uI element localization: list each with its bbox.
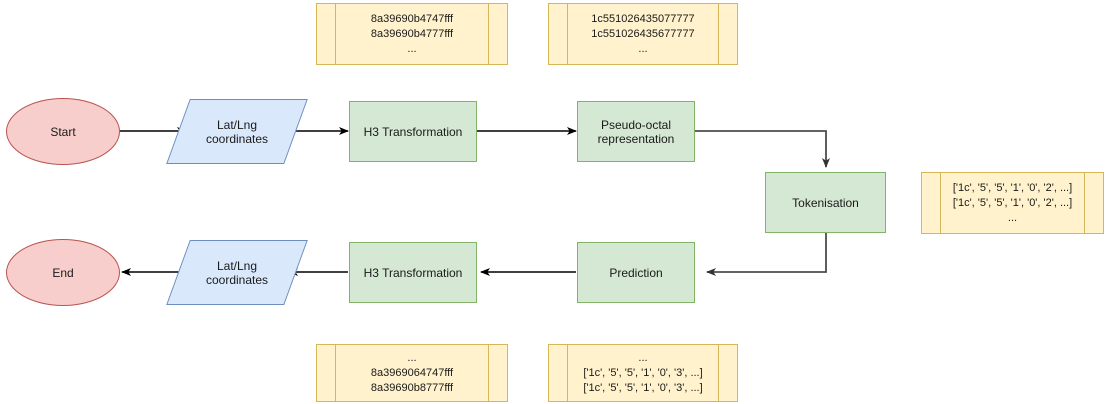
- data-box-divider-left: [567, 345, 568, 401]
- node-latlng-coordinates-output[interactable]: Lat/Lng coordinates: [166, 240, 308, 305]
- data-line: ...: [407, 351, 417, 364]
- data-box-divider-left: [940, 173, 941, 233]
- data-line: ['1c', '5', '5', '1', '0', '2', ...]: [952, 196, 1073, 209]
- node-h3-transformation-input-label: H3 Transformation: [363, 124, 463, 139]
- node-tokenisation-label: Tokenisation: [792, 195, 859, 210]
- data-line: ...: [407, 42, 417, 55]
- data-line: ...: [638, 42, 648, 55]
- node-prediction-label: Prediction: [609, 265, 663, 280]
- node-end[interactable]: End: [6, 239, 120, 306]
- node-start[interactable]: Start: [6, 98, 120, 165]
- data-box-divider-right: [718, 345, 719, 401]
- node-latlng-coordinates-input[interactable]: Lat/Lng coordinates: [166, 99, 308, 164]
- node-latlng-output-line1: Lat/Lng: [216, 258, 258, 273]
- node-tokenisation[interactable]: Tokenisation: [765, 172, 886, 233]
- data-box-divider-right: [718, 4, 719, 64]
- data-line: 8a39690b4777fff: [370, 27, 454, 40]
- data-box-h3-cells-input: 8a39690b4747fff 8a39690b4777fff ...: [316, 3, 508, 65]
- node-pseudo-octal-label: Pseudo-octal representation: [598, 118, 675, 146]
- data-box-divider-left: [335, 4, 336, 64]
- data-line: ['1c', '5', '5', '1', '0', '3', ...]: [583, 366, 703, 379]
- edge-tokenisation-to-prediction: [706, 233, 827, 276]
- data-line: ['1c', '5', '5', '1', '0', '3', ...]: [583, 381, 703, 394]
- node-h3-transformation-output[interactable]: H3 Transformation: [349, 242, 477, 303]
- data-box-h3-cells-output: ... 8a3969064747fff 8a39690b8777fff: [316, 344, 508, 402]
- node-h3-transformation-input[interactable]: H3 Transformation: [349, 101, 477, 162]
- data-box-divider-right: [1084, 173, 1085, 233]
- node-latlng-input-line2: coordinates: [205, 131, 269, 146]
- node-latlng-output-label: Lat/Lng coordinates: [206, 259, 268, 287]
- data-box-pseudo-octal-input: 1c551026435077777 1c551026435677777 ...: [548, 3, 738, 65]
- edge-pseudooctal-to-tokenisation: [695, 130, 830, 168]
- data-box-tokens-output: ... ['1c', '5', '5', '1', '0', '3', ...]…: [548, 344, 738, 402]
- node-latlng-output-line2: coordinates: [205, 272, 269, 287]
- node-h3-transformation-output-label: H3 Transformation: [363, 265, 463, 280]
- node-latlng-input-label: Lat/Lng coordinates: [206, 118, 268, 146]
- node-start-label: Start: [50, 124, 76, 139]
- data-line: 8a39690b8777fff: [370, 381, 454, 394]
- node-pseudo-octal-line2: representation: [597, 131, 675, 146]
- data-line: ...: [638, 351, 648, 364]
- data-box-divider-left: [567, 4, 568, 64]
- data-box-divider-right: [488, 4, 489, 64]
- node-pseudo-octal-representation[interactable]: Pseudo-octal representation: [577, 101, 695, 162]
- node-end-label: End: [52, 265, 74, 280]
- data-box-divider-left: [335, 345, 336, 401]
- data-box-divider-right: [488, 345, 489, 401]
- node-latlng-input-line1: Lat/Lng: [216, 117, 258, 132]
- data-line: 1c551026435077777: [591, 12, 695, 25]
- data-line: 1c551026435677777: [591, 27, 695, 40]
- data-line: 8a3969064747fff: [370, 366, 454, 379]
- data-line: ['1c', '5', '5', '1', '0', '2', ...]: [952, 181, 1073, 194]
- data-line: 8a39690b4747fff: [370, 12, 454, 25]
- node-prediction[interactable]: Prediction: [577, 242, 695, 303]
- node-pseudo-octal-line1: Pseudo-octal: [600, 117, 672, 132]
- data-line: ...: [1007, 211, 1018, 224]
- data-box-tokens-input: ['1c', '5', '5', '1', '0', '2', ...] ['1…: [921, 172, 1104, 234]
